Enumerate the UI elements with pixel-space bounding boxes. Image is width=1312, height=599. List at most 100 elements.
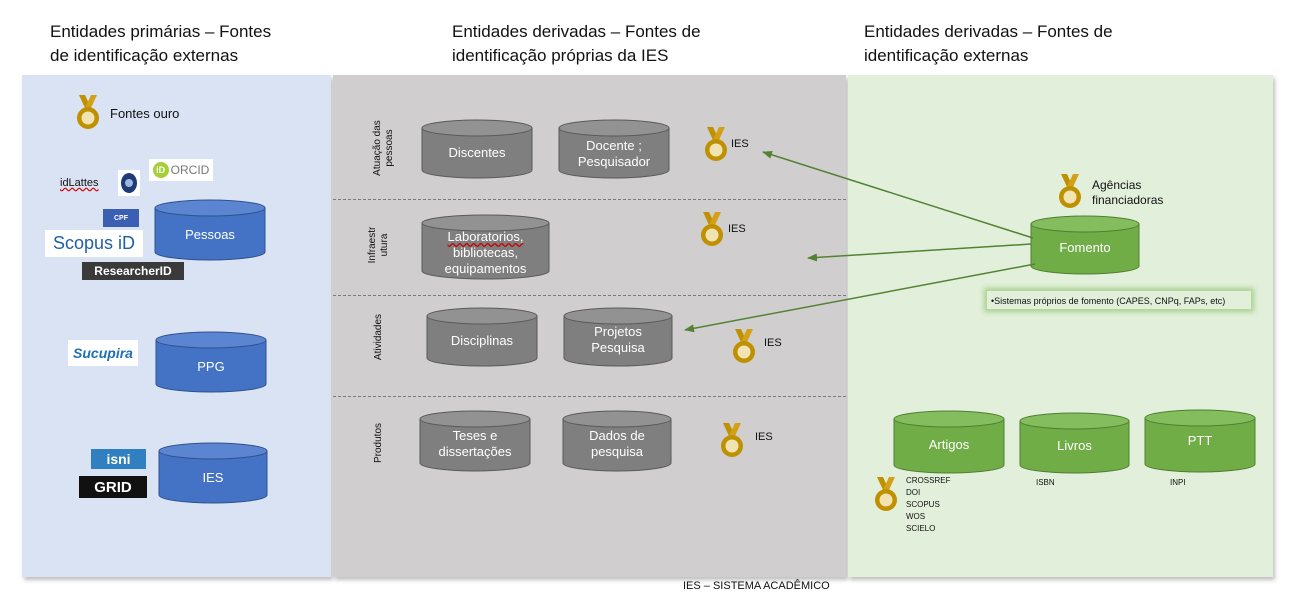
header-derived-external-line2: identificação externas bbox=[864, 46, 1029, 65]
entity-label: Projetos Pesquisa bbox=[564, 322, 672, 358]
researcherid-logo: ResearcherID bbox=[82, 262, 184, 280]
panel-derived-external bbox=[848, 75, 1273, 577]
ptt-sources: INPI bbox=[1170, 477, 1186, 489]
header-primary-line2: de identificação externas bbox=[50, 46, 239, 65]
entity-label: PPG bbox=[197, 359, 225, 374]
legend-label: Fontes ouro bbox=[110, 106, 180, 121]
header-derived-external-line1: Entidades derivadas – Fontes de bbox=[864, 22, 1113, 41]
entity-cylinder-dados: Dados de pesquisa bbox=[562, 410, 672, 472]
entity-label-line: Laboratorios, bbox=[447, 229, 524, 244]
researcherid-text: ResearcherID bbox=[94, 264, 172, 278]
source-item: INPI bbox=[1170, 478, 1186, 487]
cpf-logo: CPF bbox=[103, 209, 139, 227]
row-separator bbox=[333, 295, 846, 296]
entity-cylinder-livros: Livros bbox=[1019, 412, 1130, 474]
entity-label: Livros bbox=[1057, 438, 1092, 453]
source-item: WOS bbox=[906, 512, 926, 521]
gold-medal-icon bbox=[721, 423, 743, 457]
grid-logo: GRID bbox=[79, 476, 147, 498]
arrow-fomento-to-atuacao bbox=[762, 150, 1034, 239]
entity-label-line: Docente ; bbox=[586, 138, 642, 153]
entity-label: Laboratorios, bibliotecas, equipamentos bbox=[422, 229, 549, 277]
scopus-text: Scopus iD bbox=[52, 233, 136, 253]
gold-medal-icon bbox=[1059, 174, 1081, 208]
livros-sources: ISBN bbox=[1036, 477, 1055, 489]
entity-cylinder-artigos: Artigos bbox=[893, 410, 1005, 474]
header-primary-line1: Entidades primárias – Fontes bbox=[50, 22, 272, 41]
orcid-id-icon: iD bbox=[152, 162, 169, 178]
entity-cylinder-disciplinas: Disciplinas bbox=[426, 307, 538, 367]
entity-cylinder-ppg: PPG bbox=[155, 331, 267, 393]
entity-label: Pessoas bbox=[185, 227, 235, 242]
entity-cylinder-teses: Teses e dissertações bbox=[419, 410, 531, 472]
header-derived-internal: Entidades derivadas – Fontes de identifi… bbox=[452, 20, 701, 68]
row-separator bbox=[333, 396, 846, 397]
orcid-text: ORCID bbox=[170, 163, 210, 177]
entity-label-line: Teses e bbox=[452, 428, 498, 443]
footer-label: IES – SISTEMA ACADÊMICO bbox=[683, 580, 830, 592]
medal-label: IES bbox=[728, 223, 746, 235]
entity-label: Discentes bbox=[448, 145, 506, 160]
medal-label: IES bbox=[764, 337, 782, 349]
sucupira-text: Sucupira bbox=[73, 345, 133, 361]
entity-label-line: Pesquisa bbox=[591, 340, 645, 355]
entity-label-line: dissertações bbox=[438, 444, 512, 459]
source-item: CROSSREF bbox=[906, 476, 951, 485]
entity-label: PTT bbox=[1187, 433, 1213, 448]
entity-label: Dados de pesquisa bbox=[563, 425, 671, 463]
isni-text: isni bbox=[106, 451, 131, 467]
sucupira-logo: Sucupira bbox=[68, 340, 138, 366]
entity-label-line: pesquisa bbox=[590, 444, 644, 459]
header-derived-external: Entidades derivadas – Fontes de identifi… bbox=[864, 20, 1113, 68]
entity-cylinder-projetos: Projetos Pesquisa bbox=[563, 307, 673, 367]
gold-medal-icon bbox=[705, 127, 727, 161]
fomento-note: •Sistemas próprios de fomento (CAPES, CN… bbox=[986, 290, 1252, 310]
cpf-text: CPF bbox=[114, 214, 128, 222]
agency-label: Agências financiadoras bbox=[1092, 178, 1163, 208]
entity-cylinder-ptt: PTT bbox=[1144, 409, 1256, 473]
entity-cylinder-ies: IES bbox=[158, 442, 268, 504]
medal-label: IES bbox=[731, 138, 749, 150]
header-derived-internal-line2: identificação próprias da IES bbox=[452, 46, 669, 65]
entity-cylinder-laboratorios: Laboratorios, bibliotecas, equipamentos bbox=[421, 214, 550, 280]
source-item: DOI bbox=[906, 488, 921, 497]
entity-label-line: Dados de bbox=[589, 428, 645, 443]
entity-label-line: equipamentos bbox=[444, 261, 527, 276]
source-item: ISBN bbox=[1036, 478, 1055, 487]
grid-text: GRID bbox=[94, 478, 132, 496]
source-item: SCIELO bbox=[906, 524, 936, 533]
scopus-logo: Scopus iD bbox=[45, 230, 143, 257]
artigos-sources: CROSSREF DOI SCOPUS WOS SCIELO bbox=[906, 475, 950, 535]
row-separator bbox=[333, 199, 846, 200]
gold-medal-icon bbox=[701, 212, 723, 246]
entity-label: Disciplinas bbox=[450, 333, 514, 348]
entity-cylinder-discentes: Discentes bbox=[421, 119, 533, 179]
entity-label: IES bbox=[202, 470, 224, 485]
lattes-icon bbox=[118, 170, 140, 196]
entity-label: Docente ; Pesquisador bbox=[559, 136, 669, 172]
gold-medal-icon bbox=[875, 477, 897, 511]
entity-label: Fomento bbox=[1059, 240, 1111, 255]
entity-label-line: bibliotecas, bbox=[452, 245, 519, 260]
entity-label: Artigos bbox=[928, 437, 970, 452]
isni-logo: isni bbox=[91, 449, 146, 469]
entity-label-line: Projetos bbox=[594, 324, 642, 339]
header-derived-internal-line1: Entidades derivadas – Fontes de bbox=[452, 22, 701, 41]
entity-cylinder-fomento: Fomento bbox=[1030, 215, 1140, 275]
arrow-fomento-to-infraestrutura bbox=[807, 243, 1032, 262]
agency-label-line: Agências bbox=[1092, 178, 1142, 192]
header-primary: Entidades primárias – Fontes de identifi… bbox=[50, 20, 271, 68]
gold-medal-icon bbox=[77, 95, 99, 129]
entity-label: Teses e dissertações bbox=[420, 425, 530, 463]
medal-label: IES bbox=[755, 431, 773, 443]
entity-label-line: Pesquisador bbox=[577, 154, 651, 169]
idlattes-logo: idLattes bbox=[60, 177, 99, 189]
entity-cylinder-docente: Docente ; Pesquisador bbox=[558, 119, 670, 179]
source-item: SCOPUS bbox=[906, 500, 940, 509]
entity-cylinder-pessoas: Pessoas bbox=[154, 199, 266, 261]
agency-label-line: financiadoras bbox=[1092, 193, 1164, 207]
orcid-logo: iD ORCID bbox=[149, 159, 213, 181]
gold-medal-icon bbox=[733, 329, 755, 363]
arrow-fomento-to-atividades bbox=[684, 263, 1036, 333]
